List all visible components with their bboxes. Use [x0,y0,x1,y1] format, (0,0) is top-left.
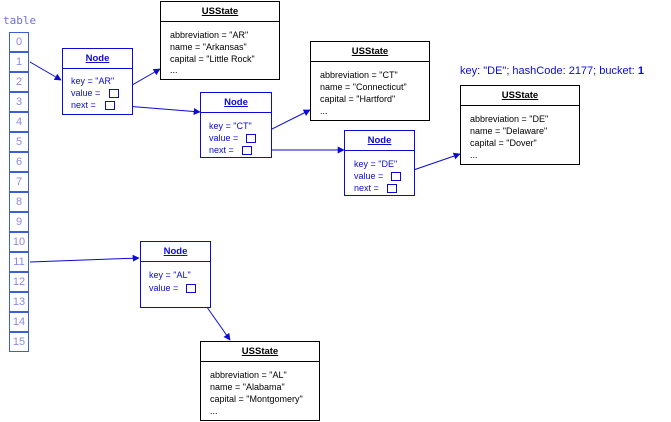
table-cell-6: 6 [9,152,29,172]
table-cell-5: 5 [9,132,29,152]
table-cell-10: 10 [9,232,29,252]
node-key: key = "DE" [354,159,398,169]
node-ct: Node key = "CT" value = next = [200,92,272,158]
value-pointer-box [109,89,119,98]
node-next-label: next = [71,100,96,110]
arrow-bucket11-to-node-al [29,254,140,263]
hash-caption: key: "DE"; hashCode: 2177; bucket: 1 [460,65,644,77]
node-value-label: value = [354,171,384,181]
table-cell-11: 11 [9,252,29,272]
table-cell-0: 0 [9,32,29,52]
usstate-ct: USState abbreviation = "CT" name = "Conn… [310,41,430,121]
next-pointer-box [387,184,397,193]
state-abbreviation: abbreviation = "DE" [470,114,549,124]
state-name: name = "Alabama" [210,382,285,392]
table-cell-13: 13 [9,292,29,312]
node-key: key = "CT" [209,121,252,131]
node-key: key = "AR" [71,76,115,86]
state-capital: capital = "Montgomery" [210,394,303,404]
hash-caption-bucket: 1 [637,65,644,77]
usstate-title: USState [461,86,579,106]
usstate-title: USState [311,42,429,62]
node-value-label: value = [71,88,101,98]
table-cell-12: 12 [9,272,29,292]
state-more: ... [320,106,328,116]
table-label: table [3,14,37,27]
arrow-bucket1-to-node-ar [29,61,62,81]
state-name: name = "Connecticut" [320,82,407,92]
usstate-de: USState abbreviation = "DE" name = "Dela… [460,85,580,165]
table-cell-8: 8 [9,192,29,212]
usstate-title: USState [201,342,319,362]
next-pointer-box [242,146,252,155]
state-name: name = "Arkansas" [170,42,247,52]
table-cell-2: 2 [9,72,29,92]
usstate-title: USState [161,2,279,22]
state-capital: capital = "Little Rock" [170,54,255,64]
state-capital: capital = "Dover" [470,138,537,148]
table-cell-14: 14 [9,312,29,332]
state-more: ... [210,406,218,416]
table-cell-15: 15 [9,332,29,352]
table-cell-4: 4 [9,112,29,132]
node-next-label: next = [354,183,379,193]
state-capital: capital = "Hartford" [320,94,396,104]
node-title: Node [141,242,210,262]
table-cell-1: 1 [9,52,29,72]
value-pointer-box [186,284,196,293]
node-al: Node key = "AL" value = [140,241,211,308]
node-key: key = "AL" [149,270,191,280]
table-cell-3: 3 [9,92,29,112]
usstate-ar: USState abbreviation = "AR" name = "Arka… [160,1,280,80]
node-title: Node [345,131,414,151]
node-value-label: value = [149,283,179,293]
node-value-label: value = [209,133,239,143]
node-ar: Node key = "AR" value = next = [62,48,133,115]
next-pointer-box [105,101,115,110]
value-pointer-box [246,134,256,143]
state-abbreviation: abbreviation = "AL" [210,370,287,380]
state-more: ... [170,65,178,75]
table-cell-9: 9 [9,212,29,232]
node-next-label: next = [209,145,234,155]
value-pointer-box [391,172,401,181]
state-more: ... [470,150,478,160]
hash-caption-text: key: "DE"; hashCode: 2177; bucket: [460,65,638,77]
node-de: Node key = "DE" value = next = [344,130,415,196]
state-abbreviation: abbreviation = "AR" [170,30,249,40]
state-abbreviation: abbreviation = "CT" [320,70,398,80]
state-name: name = "Delaware" [470,126,548,136]
node-title: Node [63,49,132,69]
node-title: Node [201,93,271,113]
usstate-al: USState abbreviation = "AL" name = "Alab… [200,341,320,421]
table-cell-7: 7 [9,172,29,192]
